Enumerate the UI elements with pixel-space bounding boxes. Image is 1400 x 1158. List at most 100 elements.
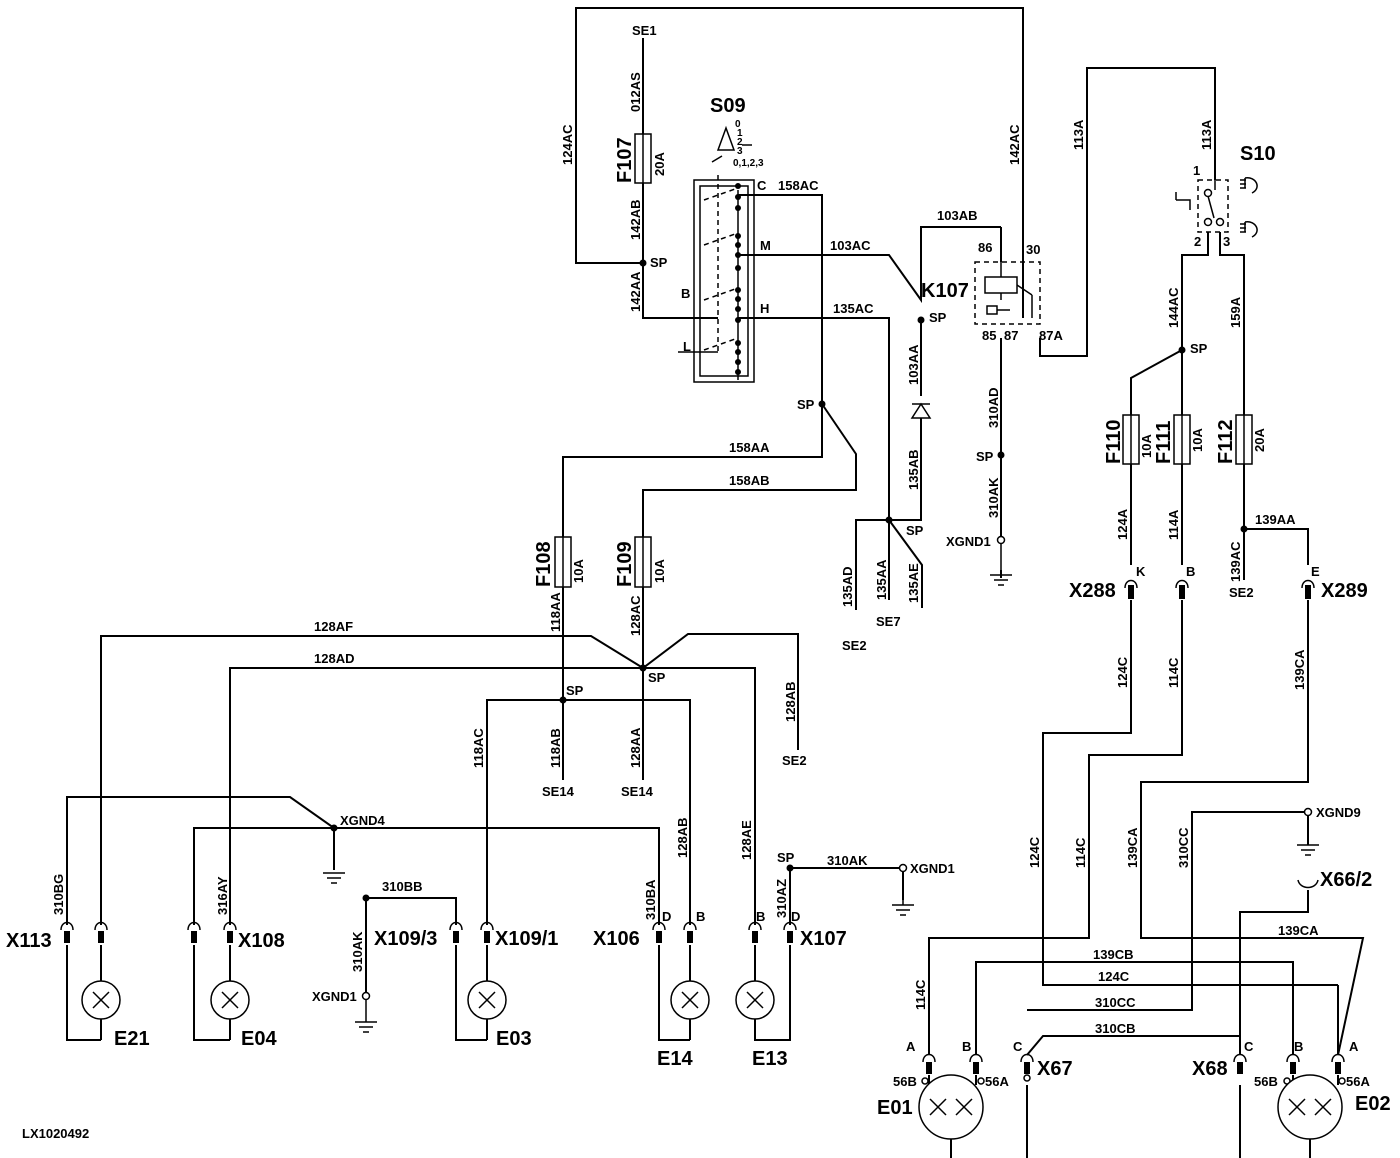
wire-label: 142AA <box>628 271 643 312</box>
e01-label: E01 <box>877 1097 913 1119</box>
xgnd9-label: XGND9 <box>1316 805 1361 820</box>
splice-points <box>330 259 1248 902</box>
wire-label: 135AC <box>833 301 874 316</box>
pin-label: M <box>760 238 771 253</box>
wire-label: 139CA <box>1292 649 1307 690</box>
f110-label: F110 <box>1103 420 1125 464</box>
wire-label: 158AB <box>729 473 769 488</box>
ground-supply-labels: XGND1 XGND1 XGND1 XGND4 XGND9 SE1 SE2 SE… <box>312 23 1361 1004</box>
wire-label: 310AK <box>827 853 868 868</box>
wire-labels: 012AS 124AC 142AB 142AA 142AC 158AC 103A… <box>51 72 1319 1036</box>
f107-rating: 20A <box>652 152 667 176</box>
x66-2-label: X66/2 <box>1320 869 1372 891</box>
lamps <box>81 980 1343 1140</box>
wire-label: 124C <box>1115 656 1130 688</box>
pin-label: 1 <box>1193 163 1200 178</box>
wire-label: 139AA <box>1255 512 1296 527</box>
diode <box>910 402 932 419</box>
x68-label: X68 <box>1192 1058 1228 1080</box>
wire-label: 114C <box>1073 837 1088 868</box>
lamp-e14 <box>670 980 710 1020</box>
wire-label: 128AB <box>675 818 690 858</box>
sp-label: SP <box>976 449 994 464</box>
pin-label: 86 <box>978 240 992 255</box>
e03-label: E03 <box>496 1028 532 1050</box>
wire-label: 114C <box>913 979 928 1010</box>
f110-rating: 10A <box>1139 434 1154 458</box>
pin-label: L <box>683 339 691 354</box>
pin-label: C <box>1244 1039 1254 1054</box>
wire-label: 310AZ <box>774 879 789 918</box>
wire-label: 103AA <box>906 344 921 385</box>
wire-label: 118AC <box>471 728 486 768</box>
pin-label: K <box>1136 564 1146 579</box>
wire-label: 118AA <box>548 592 563 632</box>
wire-label: 310BA <box>643 879 658 920</box>
wire-label: 310AK <box>986 477 1001 518</box>
se2-label-2: SE2 <box>782 753 807 768</box>
pin-label: 56B <box>1254 1074 1278 1089</box>
x107-label: X107 <box>800 928 847 950</box>
wire-label: 135AD <box>840 567 855 607</box>
f111-rating: 10A <box>1190 428 1205 452</box>
wires <box>66 7 1365 1158</box>
sp-label: SP <box>566 683 584 698</box>
x113-label: X113 <box>6 930 52 952</box>
e13-label: E13 <box>752 1048 788 1070</box>
x106-label: X106 <box>593 928 640 950</box>
sp-label: SP <box>648 670 666 685</box>
xgnd4-label: XGND4 <box>340 813 386 828</box>
pin-label: H <box>760 301 769 316</box>
wire-label: 144AC <box>1166 287 1181 328</box>
switch-position: 0,1,2,3 <box>733 158 764 169</box>
pin-label: 56B <box>893 1074 917 1089</box>
wire-label: 159A <box>1228 296 1243 328</box>
lamp-e04 <box>210 980 250 1020</box>
f108-label: F108 <box>533 541 555 587</box>
wire-label: 310CC <box>1176 827 1191 868</box>
pin-label: 87A <box>1039 328 1063 343</box>
se2-label-3: SE2 <box>1229 585 1254 600</box>
e04-label: E04 <box>241 1028 277 1050</box>
pin-label: B <box>1294 1039 1303 1054</box>
switch-position: 3 <box>737 146 743 157</box>
lamp-e21 <box>81 980 121 1020</box>
xgnd1-label-relay: XGND1 <box>946 534 991 549</box>
wire-label: 310CB <box>1095 1021 1135 1036</box>
wire-label: 158AA <box>729 440 770 455</box>
se1-label: SE1 <box>632 23 657 38</box>
headlamp-e01 <box>918 1074 984 1140</box>
wire-label: 158AC <box>778 178 819 193</box>
wire-label: 310AD <box>986 388 1001 428</box>
ground-symbols <box>323 543 1319 1033</box>
pin-label: A <box>906 1039 916 1054</box>
f111-label: F111 <box>1153 421 1175 464</box>
wire-label: 310AK <box>350 931 365 972</box>
wire-label: 128AD <box>314 651 354 666</box>
wire-label: 128AE <box>739 820 754 860</box>
wire-label: 310BB <box>382 879 422 894</box>
pin-label: D <box>791 909 800 924</box>
wire-label: 135AA <box>874 559 889 600</box>
wire-label: 139CA <box>1125 827 1140 868</box>
wire-label: 128AC <box>628 595 643 636</box>
wire-label: 128AA <box>628 727 643 768</box>
headlamp-e02 <box>1277 1074 1343 1140</box>
wire-label: 316AY <box>215 876 230 915</box>
pin-label: B <box>756 909 765 924</box>
wire-label: 124AC <box>560 124 575 165</box>
pin-label: 30 <box>1026 242 1040 257</box>
wire-label: 114A <box>1166 509 1181 540</box>
se14-label-1: SE14 <box>542 784 575 799</box>
s09-switch <box>678 125 755 383</box>
pin-label: D <box>662 909 671 924</box>
wire-label: 113A <box>1199 119 1214 150</box>
wire-label: 128AF <box>314 619 353 634</box>
xgnd1-label-right: XGND1 <box>910 861 955 876</box>
pin-label: 3 <box>1223 234 1230 249</box>
wire-label: 012AS <box>628 72 643 112</box>
sp-label: SP <box>650 255 668 270</box>
wire-label: 124C <box>1027 836 1042 868</box>
x109-1-label: X109/1 <box>495 928 558 950</box>
